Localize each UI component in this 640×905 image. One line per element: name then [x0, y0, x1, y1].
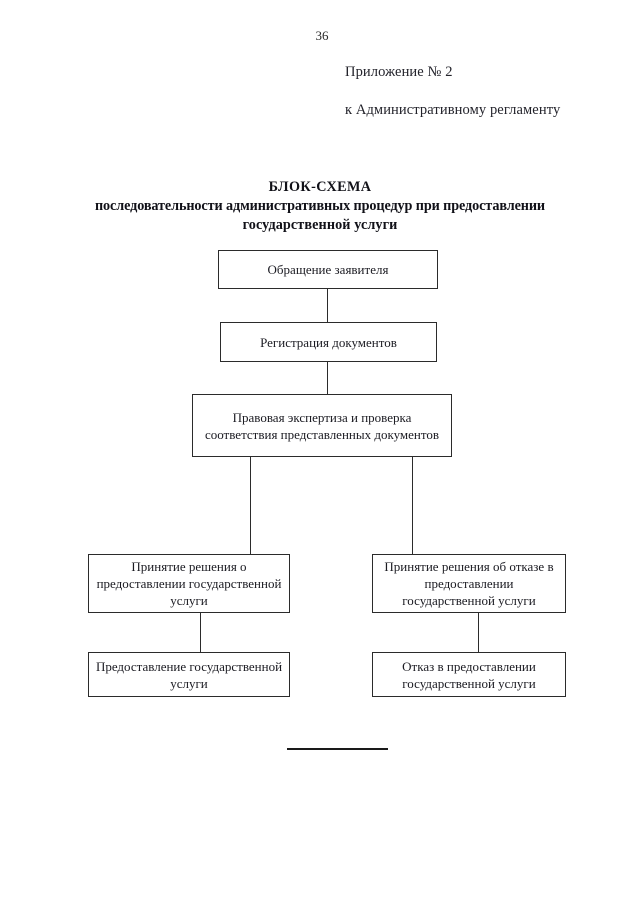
- flow-node-label: Принятие решения об отказе в предоставле…: [384, 559, 554, 608]
- flow-node-label: Регистрация документов: [260, 334, 397, 350]
- flow-node-document-registration: Регистрация документов: [220, 322, 437, 362]
- header-line-regulation: к Административному регламенту: [345, 102, 561, 118]
- flow-node-label: Принятие решения о предоставлении госуда…: [96, 559, 282, 608]
- flow-connector-n4-n6: [200, 613, 201, 652]
- page-number: 36: [315, 28, 329, 43]
- flow-node-label: Правовая экспертиза и проверка соответст…: [204, 409, 440, 442]
- flow-node-service-provision: Предоставление государственной услуги: [88, 652, 290, 697]
- flow-node-decision-refusal: Принятие решения об отказе в предоставле…: [372, 554, 566, 613]
- flow-node-label: Предоставление государственной услуги: [95, 658, 283, 691]
- footer-divider: [287, 748, 388, 750]
- flow-connector-n3-n5: [412, 457, 413, 554]
- page-title: БЛОК-СХЕМА последовательности администра…: [0, 178, 640, 235]
- page-title-line-2: последовательности административных проц…: [94, 198, 545, 214]
- header-line-appendix: Приложение № 2: [345, 64, 453, 80]
- flow-node-application-submission: Обращение заявителя: [218, 250, 438, 289]
- page-title-line-3: государственной услуги: [242, 217, 398, 233]
- flow-node-label: Отказ в предоставлении государственной у…: [402, 658, 536, 691]
- page-title-line-1: БЛОК-СХЕМА: [268, 179, 372, 195]
- flow-connector-n5-n7: [478, 613, 479, 652]
- flow-connector-n1-n2: [327, 289, 328, 322]
- flow-node-label: Обращение заявителя: [267, 262, 389, 277]
- flow-connector-n3-n4: [250, 457, 251, 554]
- flow-node-decision-grant: Принятие решения о предоставлении госуда…: [88, 554, 290, 613]
- flow-node-service-refusal: Отказ в предоставлении государственной у…: [372, 652, 566, 697]
- flow-connector-n2-n3: [327, 362, 328, 394]
- flow-node-legal-review: Правовая экспертиза и проверка соответст…: [192, 394, 452, 457]
